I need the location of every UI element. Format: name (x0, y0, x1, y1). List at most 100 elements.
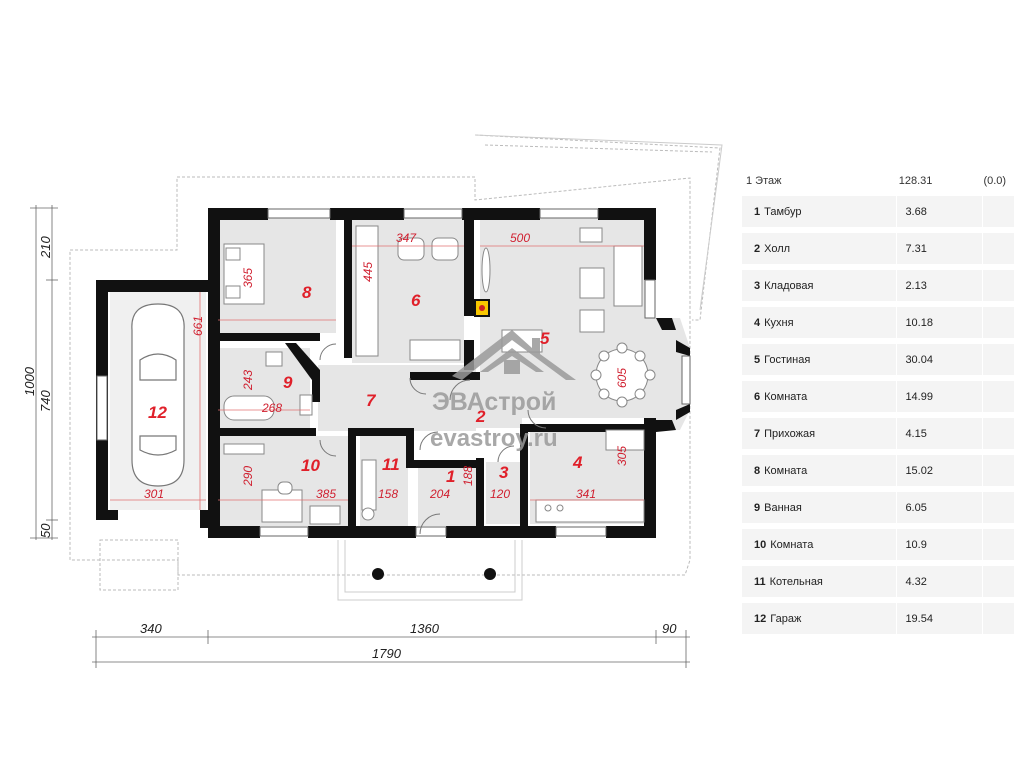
room-index: 12 (754, 612, 767, 625)
room-index: 3 (754, 279, 761, 292)
room-title: Кладовая (764, 279, 814, 292)
dim-1000: 1000 (22, 366, 37, 396)
room-index: 7 (754, 427, 761, 440)
dim-204: 204 (429, 487, 450, 501)
floor-label: 1 Этаж (746, 175, 782, 187)
room-empty-cell (982, 455, 1014, 486)
room-empty-cell (982, 270, 1014, 301)
room-empty-cell (982, 196, 1014, 227)
room-area: 2.13 (896, 270, 982, 301)
dim-158: 158 (378, 487, 398, 501)
room-title: Тамбур (764, 205, 802, 218)
fire-icon (479, 305, 485, 311)
room-index: 10 (754, 538, 767, 551)
room-title: Холл (764, 242, 791, 255)
dim-385: 385 (316, 487, 336, 501)
room-area: 14.99 (896, 381, 982, 412)
room-empty-cell (982, 381, 1014, 412)
windows (96, 208, 691, 537)
dim-605: 605 (615, 368, 629, 388)
room-empty-cell (982, 492, 1014, 523)
dim-740: 740 (38, 390, 53, 412)
room-empty-cell (982, 418, 1014, 449)
room-index: 4 (754, 316, 761, 329)
room-number-10: 10 (301, 456, 320, 475)
dim-301: 301 (144, 487, 164, 501)
room-title: Комната (770, 538, 814, 551)
external-dim-lines (30, 205, 690, 668)
room-index: 2 (754, 242, 761, 255)
room-empty-cell (982, 233, 1014, 264)
table-header: 1 Этаж 128.31 (0.0) (742, 172, 1014, 190)
room-area: 3.68 (896, 196, 982, 227)
room-number-4: 4 (572, 453, 583, 472)
room-title: Кухня (764, 316, 794, 329)
doors (319, 343, 547, 535)
room-title: Гараж (770, 612, 802, 625)
watermark-brand: ЭВАстрой (432, 388, 556, 416)
external-dimensions: 210 1000 740 50 340 1360 90 1790 (22, 236, 677, 661)
dim-500: 500 (510, 231, 530, 245)
terrace-lines (337, 134, 723, 601)
room-index: 1 (754, 205, 761, 218)
room-number-7: 7 (366, 391, 377, 410)
dim-188: 188 (461, 466, 475, 486)
room-area: 10.9 (896, 529, 982, 560)
column-right (484, 568, 496, 580)
room-area: 4.32 (896, 566, 982, 597)
room-area: 7.31 (896, 233, 982, 264)
dim-50: 50 (38, 523, 53, 538)
room-empty-cell (982, 603, 1014, 634)
room-dimensions: 661 301 365 243 268 290 385 445 347 500 … (144, 231, 629, 501)
watermark-url: evastroy.ru (430, 425, 558, 452)
room-title: Ванная (764, 501, 802, 514)
room-title: Комната (764, 390, 808, 403)
room-number-6: 6 (411, 291, 421, 310)
room-number-9: 9 (283, 373, 293, 392)
room-area: 19.54 (896, 603, 982, 634)
dim-120: 120 (490, 487, 510, 501)
room-area: 15.02 (896, 455, 982, 486)
dim-661: 661 (191, 316, 205, 336)
dim-290: 290 (241, 466, 255, 487)
dim-365: 365 (241, 268, 255, 288)
room-number-3: 3 (499, 463, 509, 482)
dim-445: 445 (361, 262, 375, 282)
room-numbers: 12 8 6 9 7 2 10 11 1 3 4 5 (148, 283, 583, 486)
room-empty-cell (982, 566, 1014, 597)
room-title: Гостиная (764, 353, 811, 366)
room-empty-cell (982, 307, 1014, 338)
dim-210: 210 (38, 236, 53, 259)
room-index: 6 (754, 390, 761, 403)
room-index: 9 (754, 501, 761, 514)
room-area: 10.18 (896, 307, 982, 338)
room-number-8: 8 (302, 283, 312, 302)
walls (96, 208, 690, 538)
room-empty-cell (982, 344, 1014, 375)
room-number-12: 12 (148, 403, 167, 422)
room-number-5: 5 (540, 329, 550, 348)
room-area: 4.15 (896, 418, 982, 449)
dim-341: 341 (576, 487, 596, 501)
room-area: 30.04 (896, 344, 982, 375)
